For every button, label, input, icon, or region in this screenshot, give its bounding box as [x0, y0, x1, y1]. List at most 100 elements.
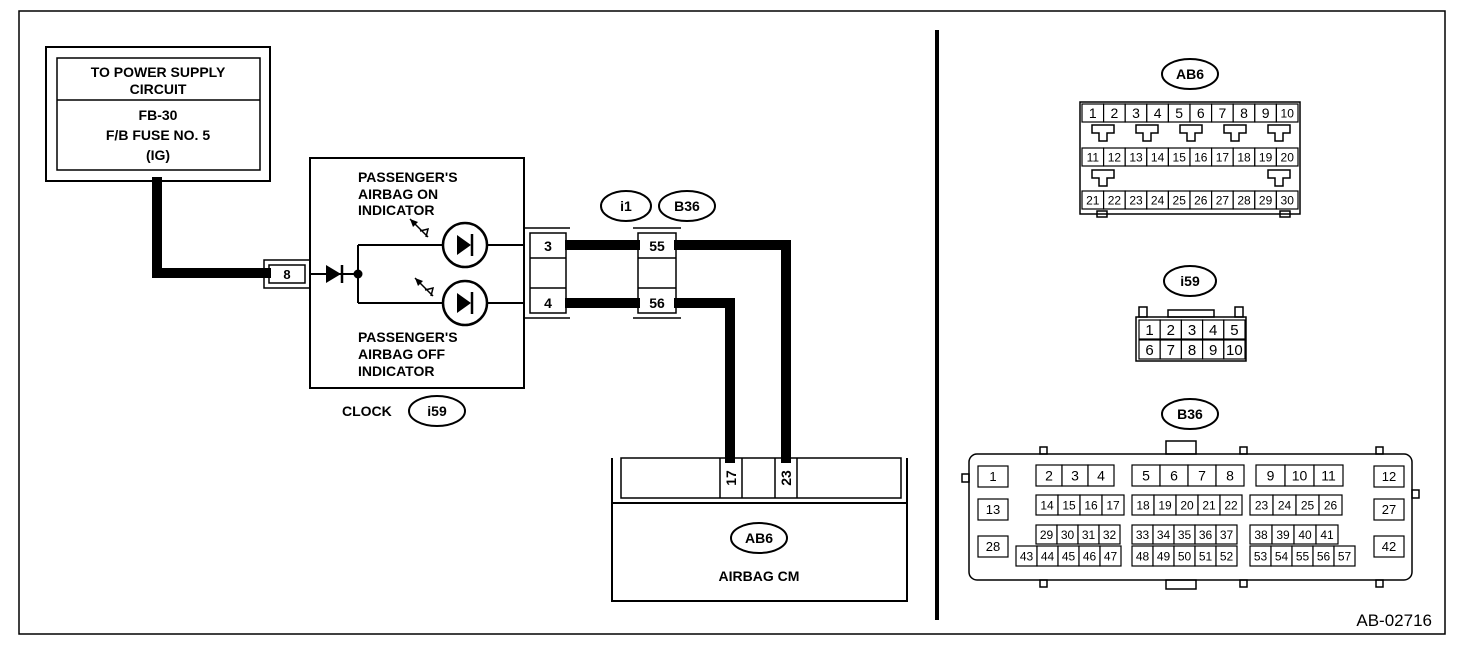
- ab6-pin-26-label: 26: [1194, 193, 1208, 207]
- ab6-pin-15-label: 15: [1173, 150, 1187, 164]
- b36-pin-44-label: 44: [1041, 549, 1055, 563]
- ab6-face-label: AB6: [1176, 66, 1204, 82]
- b36-pin-42: [1373, 535, 1405, 558]
- b36-pin-52-label: 52: [1220, 549, 1234, 563]
- b36-pin-2-label: 2: [1045, 468, 1053, 484]
- fuse-name: F/B FUSE NO. 5: [106, 127, 210, 143]
- ab6-pin-9-label: 9: [1262, 105, 1270, 121]
- i59-pin-7-label: 7: [1167, 342, 1175, 359]
- ab6-pin-4-label: 4: [1154, 105, 1162, 121]
- b36-pin-55-label: 55: [1296, 549, 1310, 563]
- i59-pin-9-label: 9: [1209, 342, 1217, 359]
- clock-pin-3: 3: [544, 238, 552, 254]
- power-title-line1: TO POWER SUPPLY: [91, 64, 226, 80]
- ab6-pin-27-label: 27: [1216, 193, 1230, 207]
- b36-pin-29-label: 29: [1040, 528, 1054, 542]
- ab6-pin-29-label: 29: [1259, 193, 1273, 207]
- ab6-pin-25-label: 25: [1173, 193, 1187, 207]
- joint-pin-55: 55: [649, 238, 665, 254]
- ab6-pin-2-label: 2: [1111, 105, 1119, 121]
- ab6-pin-6-label: 6: [1197, 105, 1205, 121]
- b36-pin-38-label: 38: [1254, 528, 1268, 542]
- input-diode-icon: [326, 265, 341, 283]
- b36-pin-47-label: 47: [1104, 549, 1118, 563]
- b36-pin-3-label: 3: [1071, 468, 1079, 484]
- b36-pin-10-label: 10: [1292, 468, 1308, 484]
- b36-pin-33-label: 33: [1136, 528, 1150, 542]
- b36-pin-36-label: 36: [1199, 528, 1213, 542]
- b36-pin-20-label: 20: [1180, 498, 1194, 512]
- b36-pin-30-label: 30: [1061, 528, 1075, 542]
- i59-pin-5: [1223, 319, 1246, 340]
- ab6-pin-7-label: 7: [1219, 105, 1227, 121]
- fuse-id: FB-30: [139, 107, 178, 123]
- b36-pin-6-label: 6: [1170, 468, 1178, 484]
- b36-pin-23-label: 23: [1255, 498, 1269, 512]
- ab6-pin-3-label: 3: [1132, 105, 1140, 121]
- b36-pin-41: [1315, 524, 1339, 545]
- clock-connector-badge: [408, 395, 466, 427]
- i59-face-label: i59: [1180, 273, 1200, 289]
- b36-pin-1: [977, 465, 1009, 488]
- ab6-pin-20: [1275, 147, 1299, 167]
- b36-pin-19-label: 19: [1158, 498, 1172, 512]
- cm-connector-badge: [730, 522, 788, 554]
- ab6-pin-19-label: 19: [1259, 150, 1273, 164]
- b36-pin-25-label: 25: [1301, 498, 1315, 512]
- airbag-control-module: 17 23 AB6 AIRBAG CM: [611, 457, 908, 602]
- off-indicator-label-2: AIRBAG OFF: [358, 346, 446, 362]
- clock-connector-label: i59: [427, 403, 447, 419]
- clock-pin-8: 8: [283, 267, 290, 282]
- on-indicator-label-3: INDICATOR: [358, 202, 434, 218]
- i59-pin-6-label: 6: [1145, 342, 1153, 359]
- ab6-face-badge: [1161, 58, 1219, 90]
- on-indicator-led-icon: [409, 218, 489, 269]
- ab6-pin-28-label: 28: [1237, 193, 1251, 207]
- b36-pin-41-label: 41: [1320, 528, 1334, 542]
- b36-pin-12-label: 12: [1382, 469, 1396, 484]
- ab6-pin-23-label: 23: [1129, 193, 1143, 207]
- b36-pin-13: [977, 498, 1009, 521]
- wiring-harness: [152, 177, 791, 463]
- ab6-pin-20-label: 20: [1281, 150, 1295, 164]
- ab6-pin-22-label: 22: [1108, 193, 1122, 207]
- power-supply-box: TO POWER SUPPLY CIRCUIT FB-30 F/B FUSE N…: [45, 46, 271, 182]
- ab6-latch-icons: [1091, 124, 1291, 187]
- joint-connector: i1 B36 55 56: [600, 190, 716, 319]
- b36-pin-35-label: 35: [1178, 528, 1192, 542]
- i59-pin-10: [1223, 339, 1246, 360]
- b36-pin-26-label: 26: [1324, 498, 1338, 512]
- b36-pin-48-label: 48: [1136, 549, 1150, 563]
- b36-face-label: B36: [1177, 406, 1203, 422]
- b36-pin-31-label: 31: [1082, 528, 1096, 542]
- b36-pin-14-label: 14: [1040, 498, 1054, 512]
- b36-pin-54-label: 54: [1275, 549, 1289, 563]
- i59-pin-2-label: 2: [1167, 322, 1175, 339]
- ab6-pin-13-label: 13: [1129, 150, 1143, 164]
- b36-pin-5-label: 5: [1142, 468, 1150, 484]
- ab6-pin-10: [1275, 103, 1299, 123]
- b36-pin-53-label: 53: [1254, 549, 1268, 563]
- ab6-pin-12-label: 12: [1108, 150, 1122, 164]
- joint-pin-56: 56: [649, 295, 665, 311]
- ab6-pin-10-label: 10: [1281, 106, 1295, 120]
- ab6-pin-21-label: 21: [1086, 193, 1100, 207]
- b36-pin-17-label: 17: [1106, 498, 1120, 512]
- b36-pin-17: [1101, 494, 1125, 516]
- b36-pin-18-label: 18: [1136, 498, 1150, 512]
- b36-pin-8-label: 8: [1226, 468, 1234, 484]
- b36-pin-40-label: 40: [1298, 528, 1312, 542]
- b36-pin-13-label: 13: [986, 502, 1000, 517]
- b36-pin-37: [1215, 524, 1238, 545]
- ab6-pin-5-label: 5: [1175, 105, 1183, 121]
- b36-pin-4: [1087, 464, 1115, 487]
- diagram-frame: [18, 10, 1446, 635]
- clock-output-connector: 3 4: [524, 227, 570, 319]
- joint-connector-b-badge: [658, 190, 716, 222]
- joint-connector-a-label: i1: [620, 198, 632, 214]
- off-indicator-label-1: PASSENGER'S: [358, 329, 458, 345]
- b36-pin-24-label: 24: [1278, 498, 1292, 512]
